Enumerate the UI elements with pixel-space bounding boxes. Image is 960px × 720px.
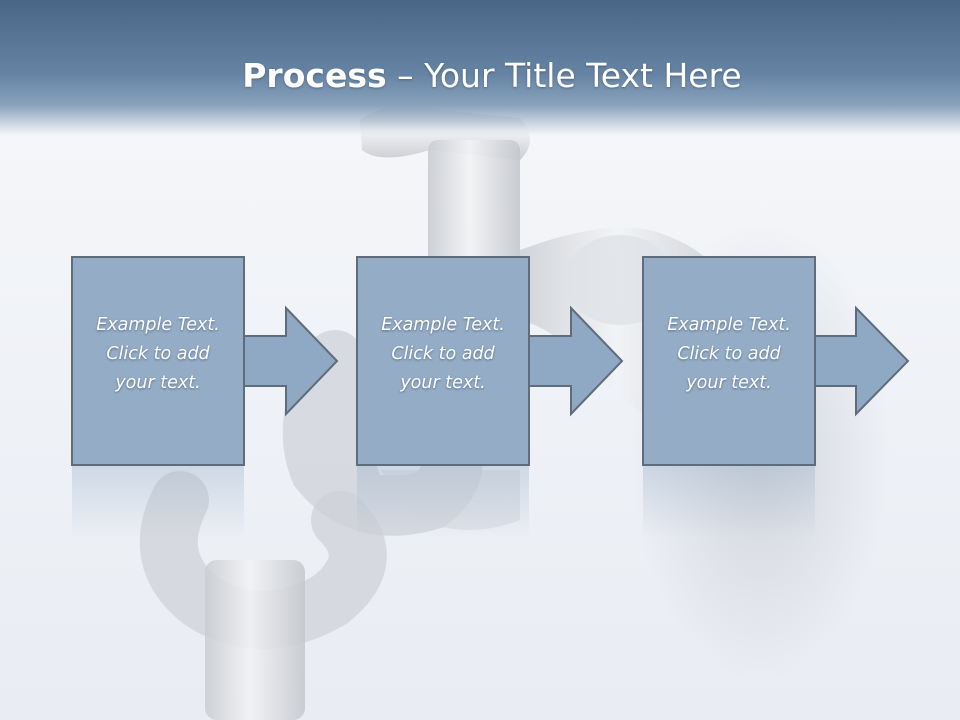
step-1-line-3: your text. (115, 373, 201, 393)
title-rest: – Your Title Text Here (386, 56, 742, 95)
step-1-reflection (72, 466, 244, 538)
step-1-line-1: Example Text. (96, 315, 220, 335)
step-1-text[interactable]: Example Text. Click to add your text. (72, 311, 244, 398)
step-2-reflection (357, 466, 529, 538)
step-1-line-2: Click to add (106, 344, 210, 364)
title-bold: Process (242, 56, 387, 95)
step-3-arrow (812, 305, 910, 417)
step-3-line-2: Click to add (677, 344, 781, 364)
step-2-box[interactable] (356, 256, 530, 466)
slide-title[interactable]: Process – Your Title Text Here (0, 54, 960, 98)
step-1-arrow (241, 305, 339, 417)
step-1-box[interactable] (71, 256, 245, 466)
step-2-line-3: your text. (400, 373, 486, 393)
step-3-reflection (643, 466, 815, 538)
step-3-line-1: Example Text. (667, 315, 791, 335)
step-3-box[interactable] (642, 256, 816, 466)
title-bar (0, 0, 960, 135)
step-2-line-1: Example Text. (381, 315, 505, 335)
step-2-arrow (526, 305, 624, 417)
step-2-text[interactable]: Example Text. Click to add your text. (357, 311, 529, 398)
step-2-line-2: Click to add (391, 344, 495, 364)
step-3-line-3: your text. (686, 373, 772, 393)
step-3-text[interactable]: Example Text. Click to add your text. (643, 311, 815, 398)
